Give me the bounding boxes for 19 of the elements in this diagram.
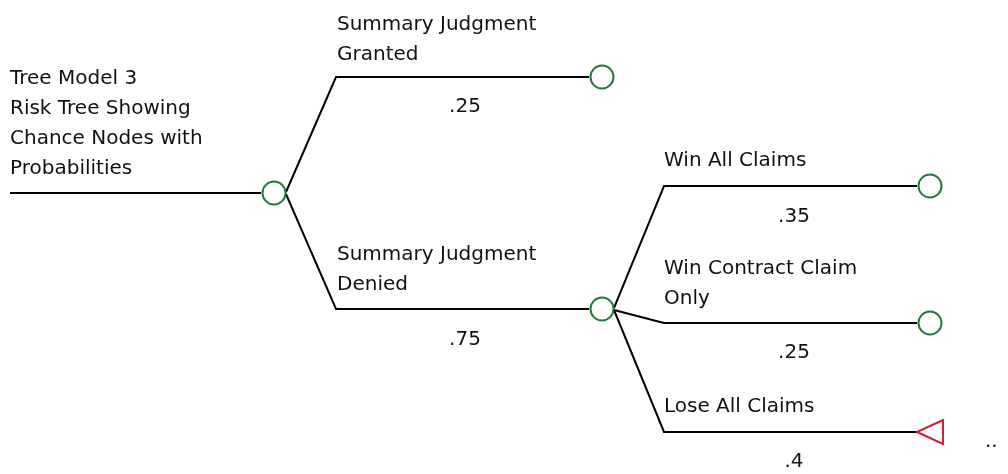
branch-line — [285, 193, 590, 310]
branch-label: Lose All Claims — [664, 392, 816, 419]
branch-line — [613, 185, 918, 309]
branch-line — [613, 309, 918, 433]
branch-line — [9, 192, 262, 194]
branch-label: Summary Judgment Denied — [337, 240, 538, 297]
branch-label: Win All Claims — [664, 146, 808, 173]
branch-label: Summary Judgment Granted — [337, 10, 538, 67]
diagram-title: Tree Model 3 — [10, 64, 139, 91]
probability-label: .4 — [783, 447, 805, 474]
probability-label: .. — [985, 427, 999, 454]
probability-label: .25 — [448, 92, 482, 119]
branch-line — [285, 76, 590, 193]
probability-label: .75 — [448, 325, 482, 352]
probability-label: .25 — [777, 338, 811, 365]
subtitle-text: Risk Tree Showing Chance Nodes with Probabilities — [10, 94, 204, 181]
branch-label: Win Contract Claim Only — [664, 254, 859, 311]
probability-label: .35 — [777, 202, 811, 229]
branch-line — [613, 309, 918, 324]
